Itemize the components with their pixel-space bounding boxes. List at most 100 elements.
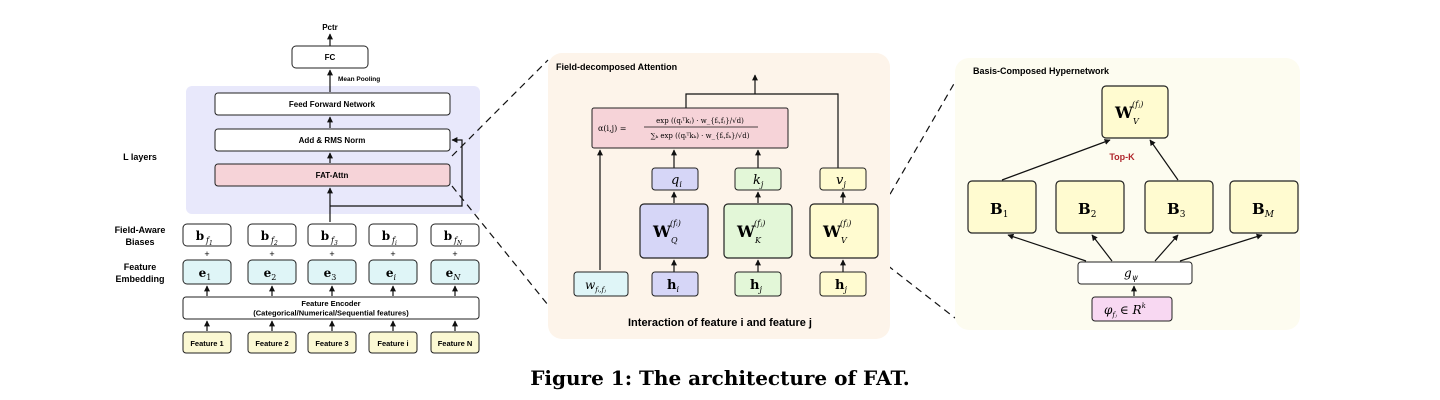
feature-label: Feature i [377,339,408,348]
plus-row: + + + + + [204,249,457,259]
feature-box [307,331,357,354]
wk-box [723,203,793,259]
arrow-g-to-b3 [1154,234,1179,262]
embedding-box [182,259,232,285]
wq-symbol: W [652,222,672,241]
bias-box [430,223,480,247]
encoder-box [182,296,480,320]
bias-box [307,223,357,247]
embedding-label-line1: Feature [124,262,157,272]
bias-sub: f3 [330,236,338,247]
q-symbol: qi [671,173,682,189]
bias-box [247,223,297,247]
embedding-row: e1 e2 e3 ei eN [182,259,480,285]
embedding-box [430,259,480,285]
wk-sup: (fⱼ) [754,219,765,228]
bias-sub: f1 [205,236,213,247]
formula-numerator: exp ((qᵢᵀkⱼ) · w_{fᵢ,fⱼ}/√d) [656,117,744,125]
formula-denominator: ∑ₖ exp ((qᵢᵀkₖ) · w_{fᵢ,fₖ}/√d) [651,132,750,140]
wv-symbol: W [822,222,842,241]
wq-sub: Q [671,236,678,245]
feature-label: Feature 3 [315,339,348,348]
residual-path [330,137,463,207]
figure-caption: Figure 1: The architecture of FAT. [530,366,910,390]
right-panel-background [955,58,1300,330]
wk-sub: K [754,236,762,245]
zoom-line [451,185,549,306]
fc-label: FC [325,53,336,62]
basis-box [967,180,1037,234]
v-symbol: vj [836,173,846,189]
wv-output-sub: V [1133,117,1140,126]
zoom-line [451,59,549,157]
wv-box [809,203,879,259]
hj-box-k [734,271,782,297]
basis-symbol: B1 [990,200,1008,220]
hypernet-g-symbol: gψ [1124,266,1139,282]
wq-sup: (fᵢ) [670,219,681,228]
wv-sub: V [841,236,848,245]
feature-label: Feature 2 [255,339,288,348]
layers-label: L layers [123,152,157,162]
feature-box [430,331,480,354]
arrow-b1-to-w [1001,139,1111,181]
biases-label-line2: Biases [125,237,154,247]
embedding-symbol: eN [446,266,462,282]
feature-box [247,331,297,354]
norm-box [214,128,451,152]
feature-box [368,331,418,354]
output-label: Pctr [322,23,338,32]
arrow-g-to-b1 [1007,233,1087,262]
formula-lhs: α(i,j) = [598,124,626,133]
wv-output-symbol: W [1114,103,1134,122]
phi-box [1091,296,1173,322]
middle-title: Field-decomposed Attention [556,62,677,72]
plus-sign: + [390,249,395,259]
embedding-symbol: ei [386,266,397,282]
phi-symbol: φfⱼ∈ Rk [1104,302,1146,319]
right-panel: Basis-Composed Hypernetwork W (fⱼ) V Top… [955,58,1300,330]
embedding-box [247,259,297,285]
w-weight-symbol: wfᵢ,fⱼ [585,278,606,294]
k-box [734,167,782,191]
hj-box-v [819,271,867,297]
feature-label: Feature 1 [190,339,223,348]
feature-row: Feature 1 Feature 2 Feature 3 Feature i … [182,331,480,354]
basis-box [1055,180,1125,234]
middle-caption: Interaction of feature i and feature j [628,317,812,329]
embedding-label-line2: Embedding [116,274,165,284]
zoom-line [877,257,956,319]
middle-panel: Field-decomposed Attention α(i,j) = exp … [548,53,890,339]
output-path [685,93,839,168]
bias-box [368,223,418,247]
left-panel: Pctr FC Mean Pooling Feed Forward Networ… [115,23,480,354]
v-box [819,167,867,191]
embedding-symbol: e3 [324,266,337,282]
encoder-line2: (Categorical/Numerical/Sequential featur… [253,309,409,318]
bias-symbol: b [261,229,269,243]
wv-output-box [1101,85,1169,139]
bias-sub: fN [453,236,463,247]
hypernet-g-box [1077,261,1193,285]
arrow-g-to-b2 [1091,234,1113,262]
wv-output-sup: (fⱼ) [1132,100,1143,109]
wv-sup: (fⱼ) [840,219,851,228]
feature-box [182,331,232,354]
right-title: Basis-Composed Hypernetwork [973,66,1110,76]
bias-sub: fi [391,236,397,247]
feature-arrows [204,320,458,331]
norm-label: Add & RMS Norm [299,136,366,145]
bias-box [182,223,232,247]
bias-symbol: b [382,229,390,243]
basis-symbol: B2 [1078,200,1096,220]
wk-symbol: W [736,222,756,241]
arrow-g-to-bm [1179,233,1263,262]
bias-symbol: b [444,229,452,243]
basis-box [1144,180,1214,234]
wq-box [639,203,709,259]
plus-sign: + [204,249,209,259]
zoom-line [877,81,956,216]
plus-sign: + [329,249,334,259]
plus-sign: + [452,249,457,259]
